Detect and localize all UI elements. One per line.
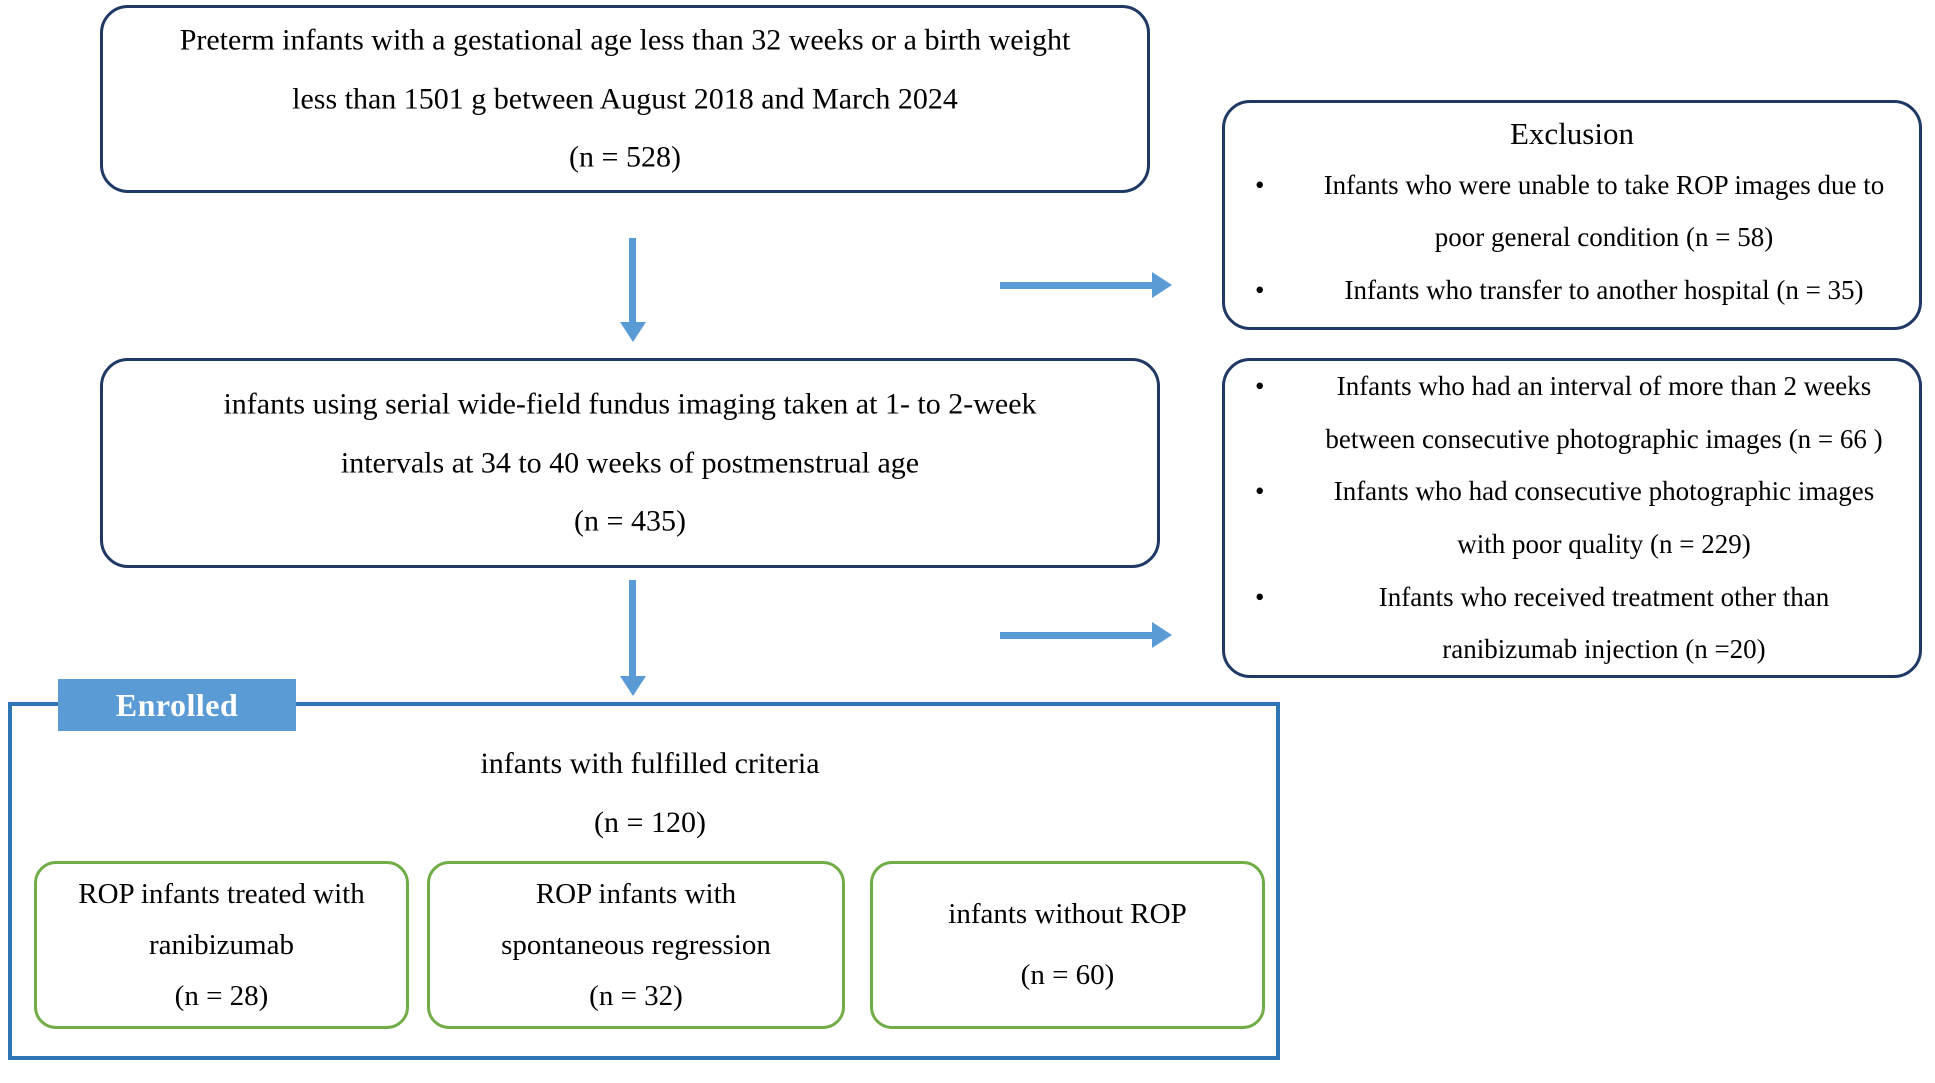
node-group-spontaneous-text: ROP infants with spontaneous regression …	[430, 869, 842, 1021]
arrow-imaging-to-enrolled-shaft	[629, 580, 636, 680]
text-line: (n = 435)	[574, 504, 686, 538]
text-line: (n = 528)	[569, 140, 681, 174]
node-enrolled-population-text: infants with fulfilled criteria (n = 120…	[300, 735, 1000, 852]
node-exclusion-2: • Infants who had an interval of more th…	[1222, 358, 1922, 678]
exclusion-1-title: Exclusion	[1510, 116, 1634, 152]
text-line: ranibizumab	[149, 928, 294, 961]
text-line: intervals at 34 to 40 weeks of postmenst…	[340, 445, 920, 479]
arrow-to-exclusion-1-head	[1152, 272, 1172, 298]
node-group-no-rop-text: infants without ROP (n = 60)	[873, 884, 1262, 1006]
list-item-line: Infants who received treatment other tha…	[1378, 581, 1830, 612]
enrolled-badge: Enrolled	[58, 679, 296, 731]
text-line: infants without ROP	[948, 898, 1187, 931]
list-item-line: between consecutive photographic images …	[1325, 423, 1883, 454]
text-line: ROP infants with	[535, 877, 737, 910]
bullet-icon: •	[1255, 371, 1265, 402]
arrow-to-exclusion-2-shaft	[1000, 632, 1155, 639]
text-line: (n = 60)	[1020, 959, 1115, 991]
node-exclusion-1-content: Exclusion • Infants who were unable to t…	[1225, 113, 1919, 317]
node-source-population: Preterm infants with a gestational age l…	[100, 5, 1150, 193]
text-line: spontaneous regression	[501, 928, 771, 961]
node-group-ranibizumab-text: ROP infants treated with ranibizumab (n …	[37, 869, 406, 1021]
node-group-no-rop: infants without ROP (n = 60)	[870, 861, 1265, 1029]
list-item-line: Infants who were unable to take ROP imag…	[1323, 169, 1885, 200]
bullet-icon: •	[1255, 275, 1265, 306]
node-exclusion-1: Exclusion • Infants who were unable to t…	[1222, 100, 1922, 330]
list-item-line: ranibizumab injection (n =20)	[1442, 634, 1766, 665]
list-item: • Infants who had an interval of more th…	[1233, 360, 1911, 465]
list-item-line: Infants who transfer to another hospital…	[1344, 275, 1864, 306]
list-item: • Infants who were unable to take ROP im…	[1233, 159, 1911, 264]
exclusion-1-list: • Infants who were unable to take ROP im…	[1233, 159, 1911, 317]
text-line: (n = 28)	[174, 979, 269, 1012]
exclusion-2-list: • Infants who had an interval of more th…	[1233, 360, 1911, 676]
node-imaging-population: infants using serial wide-field fundus i…	[100, 358, 1160, 568]
node-source-population-text: Preterm infants with a gestational age l…	[103, 11, 1147, 187]
enrolled-group-container	[8, 702, 1280, 1060]
text-line: ROP infants treated with	[78, 877, 365, 910]
enrolled-badge-label: Enrolled	[115, 686, 239, 723]
list-item-line: Infants who had consecutive photographic…	[1333, 476, 1875, 507]
list-item-line: poor general condition (n = 58)	[1434, 222, 1774, 253]
bullet-icon: •	[1255, 169, 1265, 200]
node-exclusion-2-content: • Infants who had an interval of more th…	[1225, 360, 1919, 676]
arrow-imaging-to-enrolled-head	[620, 676, 646, 696]
text-line: Preterm infants with a gestational age l…	[179, 23, 1071, 57]
bullet-icon: •	[1255, 476, 1265, 507]
arrow-source-to-imaging-shaft	[629, 238, 636, 326]
arrow-source-to-imaging-head	[620, 322, 646, 342]
text-line: infants using serial wide-field fundus i…	[223, 387, 1037, 421]
list-item: • Infants who received treatment other t…	[1233, 571, 1911, 676]
node-imaging-population-text: infants using serial wide-field fundus i…	[103, 375, 1157, 551]
arrow-to-exclusion-2-head	[1152, 622, 1172, 648]
text-line: (n = 120)	[594, 805, 706, 839]
list-item: • Infants who had consecutive photograph…	[1233, 465, 1911, 570]
list-item-line: with poor quality (n = 229)	[1457, 529, 1751, 559]
text-line: (n = 32)	[589, 979, 683, 1012]
node-group-spontaneous: ROP infants with spontaneous regression …	[427, 861, 845, 1029]
text-line: infants with fulfilled criteria	[480, 747, 820, 780]
arrow-to-exclusion-1-shaft	[1000, 282, 1155, 289]
bullet-icon: •	[1255, 581, 1265, 612]
list-item-line: Infants who had an interval of more than…	[1336, 371, 1872, 402]
text-line: less than 1501 g between August 2018 and…	[292, 81, 958, 115]
list-item: • Infants who transfer to another hospit…	[1233, 264, 1911, 317]
node-group-ranibizumab: ROP infants treated with ranibizumab (n …	[34, 861, 409, 1029]
